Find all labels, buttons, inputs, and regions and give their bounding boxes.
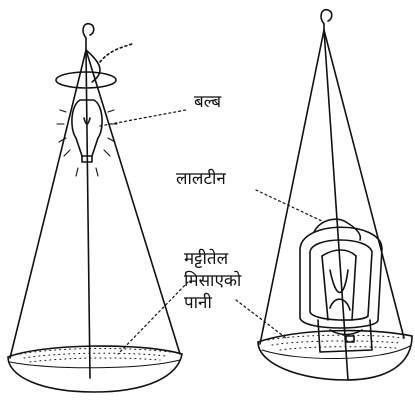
water-label-line1: मट्टीतेल [184,250,228,270]
left-rope-right [86,50,180,354]
left-water-bowl [8,346,182,392]
bulb-label: बल्ब [194,93,221,113]
right-water-pointer [236,300,286,338]
left-hook [83,24,94,38]
right-rope-right [324,30,404,338]
water-label-line2: मिसाएको [184,272,241,292]
right-hook [321,10,332,24]
left-rope-left [10,50,86,358]
left-water-pointer [118,282,188,354]
water-label-line3: पानी [184,294,212,314]
bulb-trap [8,24,188,392]
lantern-label: लालटीन [176,170,226,190]
right-water-bowl [258,331,412,380]
lantern-trap [236,10,412,380]
right-rope-left [260,30,324,344]
